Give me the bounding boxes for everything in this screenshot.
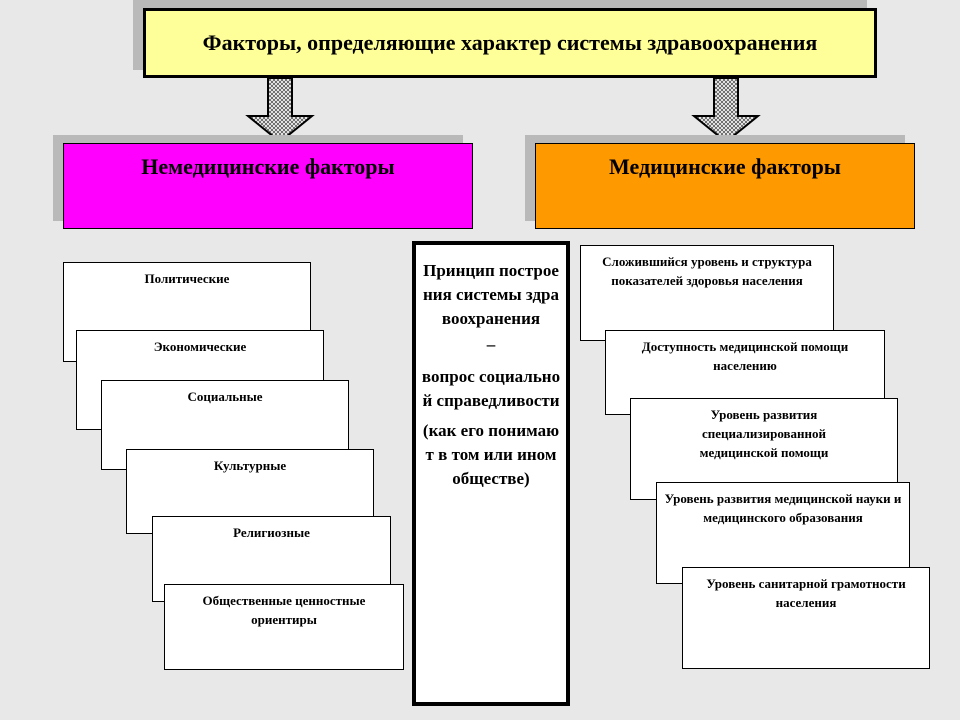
principle-text-2: вопрос социальной справедливости (421, 367, 561, 410)
factor-sanitary-literacy: Уровень санитарной грамотности населения (682, 567, 930, 669)
right-down-arrow-icon (691, 77, 761, 144)
principle-dash: – (486, 335, 496, 354)
principle-box: Принцип построения системы здравоохранен… (412, 241, 570, 706)
principle-text-3: (как его понимают в том или ином обществ… (422, 421, 560, 488)
diagram-title: Факторы, определяющие характер системы з… (143, 8, 877, 78)
factor-health-indicators: Сложившийся уровень и структура показате… (580, 245, 834, 341)
factor-social-values: Общественные ценностные ориентиры (164, 584, 404, 670)
left-down-arrow-icon (245, 77, 315, 144)
nonmedical-factors-header: Немедицинские факторы (63, 143, 473, 229)
principle-text-1: Принцип построения системы здравоохранен… (423, 261, 559, 328)
medical-factors-header: Медицинские факторы (535, 143, 915, 229)
